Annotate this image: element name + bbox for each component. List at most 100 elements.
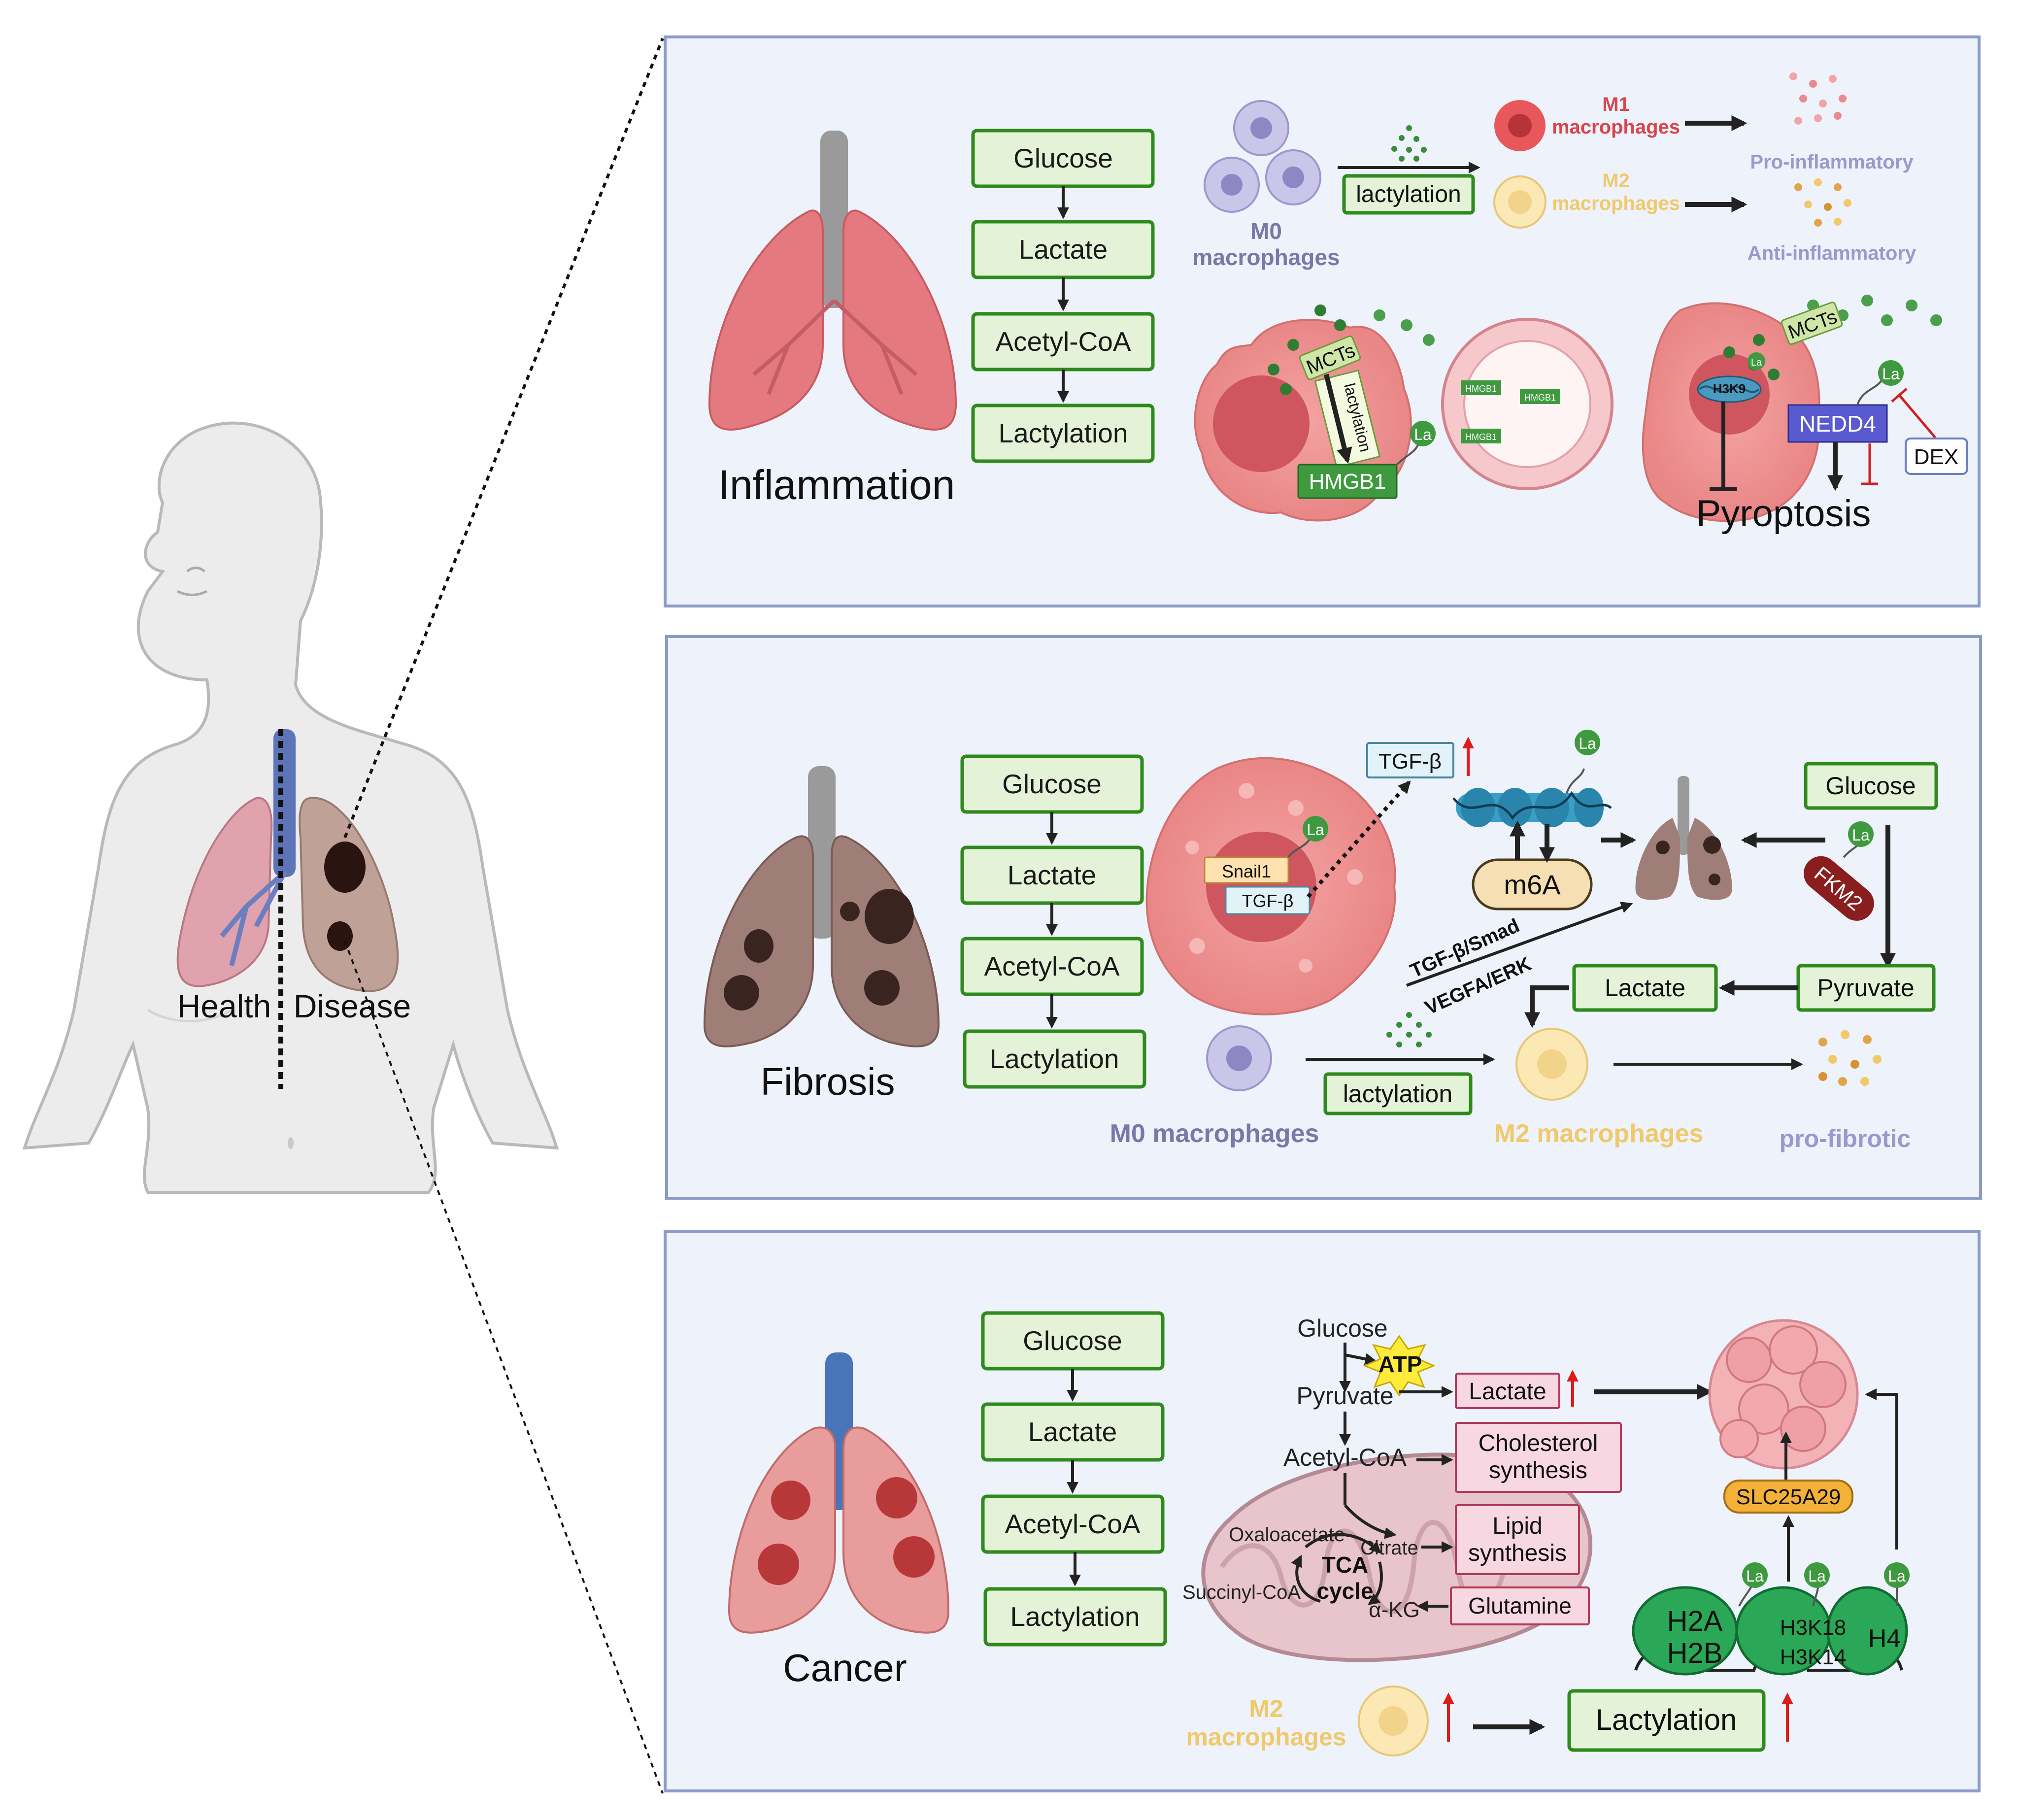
panel-fibrosis: Fibrosis Glucose Lactate Acetyl-CoA Lact… bbox=[665, 635, 1982, 1200]
can-step-acetylcoa bbox=[981, 1494, 1165, 1554]
glutamine-label: Glutamine bbox=[1468, 1593, 1572, 1618]
svg-text:HMGB1: HMGB1 bbox=[1524, 393, 1556, 403]
oxaloacetate-label: Oxaloacetate bbox=[1229, 1524, 1345, 1546]
atp-label: ATP bbox=[1378, 1351, 1422, 1377]
svg-text:La: La bbox=[1414, 426, 1432, 443]
h2a-label: H2A bbox=[1667, 1605, 1723, 1637]
citrate-label: Citrate bbox=[1360, 1537, 1418, 1559]
panel-inflammation: Inflammation Glucose Lactate Acetyl-CoA … bbox=[664, 35, 1981, 607]
la-badge-h3k9 bbox=[1748, 352, 1765, 370]
tumor-icon bbox=[1708, 1319, 1859, 1470]
zoom-line-top bbox=[343, 37, 664, 839]
nedd4-label: NEDD4 bbox=[1799, 411, 1876, 437]
glutamine-box bbox=[1450, 1586, 1590, 1625]
cholesterol-box bbox=[1455, 1422, 1622, 1493]
lung-fibrosis-icon bbox=[703, 766, 940, 1047]
svg-text:Lactylation: Lactylation bbox=[1010, 1601, 1140, 1632]
la-badge-h4 bbox=[1884, 1562, 1910, 1588]
svg-text:HMGB1: HMGB1 bbox=[1465, 384, 1497, 394]
lactate-dots-icon bbox=[1391, 125, 1427, 162]
fib-lactylation-box bbox=[1323, 1072, 1473, 1115]
pyroptosis-label: Pyroptosis bbox=[1696, 493, 1871, 535]
dex-box bbox=[1905, 438, 1968, 475]
atp-star-icon bbox=[1363, 1335, 1436, 1397]
human-figure: Health Disease bbox=[22, 421, 559, 1194]
can-step-lactylation bbox=[983, 1587, 1167, 1647]
snail1-box bbox=[1204, 856, 1289, 884]
chromatin-icon bbox=[1452, 788, 1612, 827]
svg-text:La: La bbox=[1751, 357, 1762, 368]
nucleosome-icons bbox=[1632, 1586, 1908, 1676]
health-label: Health bbox=[177, 988, 271, 1024]
svg-text:La: La bbox=[1579, 735, 1596, 752]
h4-label: H4 bbox=[1868, 1624, 1901, 1653]
fib-lactate-label: Lactate bbox=[1605, 974, 1685, 1002]
step-lactylation-label: Lactylation bbox=[999, 418, 1128, 448]
akg-label: α-KG bbox=[1369, 1598, 1420, 1622]
mcts-transporter-icon bbox=[1299, 335, 1361, 380]
snail1-label: Snail1 bbox=[1222, 861, 1271, 881]
fib-step-lactylation bbox=[963, 1029, 1146, 1089]
step-lactate-label: Lactate bbox=[1019, 234, 1108, 265]
svg-text:La: La bbox=[1746, 1567, 1764, 1585]
svg-text:Lactate: Lactate bbox=[1028, 1416, 1117, 1447]
anti-inflammatory-dots-icon bbox=[1794, 178, 1851, 227]
la-badge-nedd4 bbox=[1878, 360, 1904, 386]
fkm2-icon bbox=[1803, 856, 1874, 921]
h2b-label: H2B bbox=[1667, 1637, 1723, 1669]
fib-pyruvate-label: Pyruvate bbox=[1817, 974, 1914, 1002]
small-fibrotic-lung-icon bbox=[1635, 776, 1732, 900]
la-badge-fkm2 bbox=[1848, 821, 1874, 847]
panel-cancer: Cancer Glucose Lactate Acetyl-CoA Lactyl… bbox=[664, 1230, 1981, 1792]
zoom-line-bottom bbox=[344, 941, 664, 1794]
can-lactate-label: Lactate bbox=[1469, 1379, 1546, 1405]
svg-text:Glucose: Glucose bbox=[1023, 1325, 1122, 1356]
la-badge-1 bbox=[1410, 421, 1436, 446]
la-badge-h2a bbox=[1742, 1562, 1768, 1588]
step-glucose-label: Glucose bbox=[1013, 143, 1113, 173]
slc25a29-box bbox=[1723, 1480, 1853, 1514]
svg-text:La: La bbox=[1882, 365, 1900, 383]
svg-text:La: La bbox=[1852, 826, 1870, 844]
blood-vessel-icon: HMGB1 HMGB1 HMGB1 bbox=[1441, 318, 1614, 490]
m6a-label: m6A bbox=[1504, 869, 1561, 900]
svg-text:La: La bbox=[1307, 821, 1324, 839]
cancer-title: Cancer bbox=[783, 1646, 907, 1689]
la-badge-chromatin bbox=[1575, 730, 1600, 755]
mcts-transporter-icon-2 bbox=[1781, 302, 1843, 345]
can-glucose-label: Glucose bbox=[1297, 1314, 1387, 1342]
disease-label: Disease bbox=[294, 988, 411, 1024]
fib-lactate-box bbox=[1572, 964, 1718, 1012]
svg-text:Glucose: Glucose bbox=[1002, 769, 1102, 799]
pro-fibrotic-dots-icon bbox=[1818, 1030, 1882, 1086]
svg-text:La: La bbox=[1808, 1567, 1826, 1585]
fib-glucose-box bbox=[1804, 762, 1938, 810]
can-acetyl-label: Acetyl-CoA bbox=[1283, 1444, 1407, 1471]
inflammation-title: Inflammation bbox=[718, 462, 955, 508]
m0-macrophage-icons bbox=[1204, 100, 1321, 213]
fib-m0-label: M0 macrophages bbox=[1110, 1119, 1319, 1148]
pathway-fibrosis: Glucose Lactate Acetyl-CoA Lactylation bbox=[960, 754, 1146, 1089]
tgfb-box-inner bbox=[1225, 886, 1311, 915]
tgfb-inner-label: TGF-β bbox=[1242, 891, 1294, 911]
fib-m2-label: M2 macrophages bbox=[1494, 1119, 1704, 1148]
anti-inflammatory-label: Anti-inflammatory bbox=[1748, 242, 1916, 264]
fib-lactate-dots-icon bbox=[1386, 1012, 1432, 1047]
step-lactylation bbox=[971, 404, 1155, 463]
slc25a29-label: SLC25A29 bbox=[1736, 1485, 1841, 1509]
lipid-box bbox=[1455, 1504, 1580, 1575]
la-badge-h3 bbox=[1804, 1562, 1830, 1588]
lung-inflamed-icon bbox=[708, 131, 957, 431]
can-lactylation-box bbox=[1567, 1689, 1766, 1752]
tgfb-label: TGF-β bbox=[1378, 749, 1442, 774]
pathway-cancer: Glucose Lactate Acetyl-CoA Lactylation bbox=[981, 1311, 1167, 1647]
